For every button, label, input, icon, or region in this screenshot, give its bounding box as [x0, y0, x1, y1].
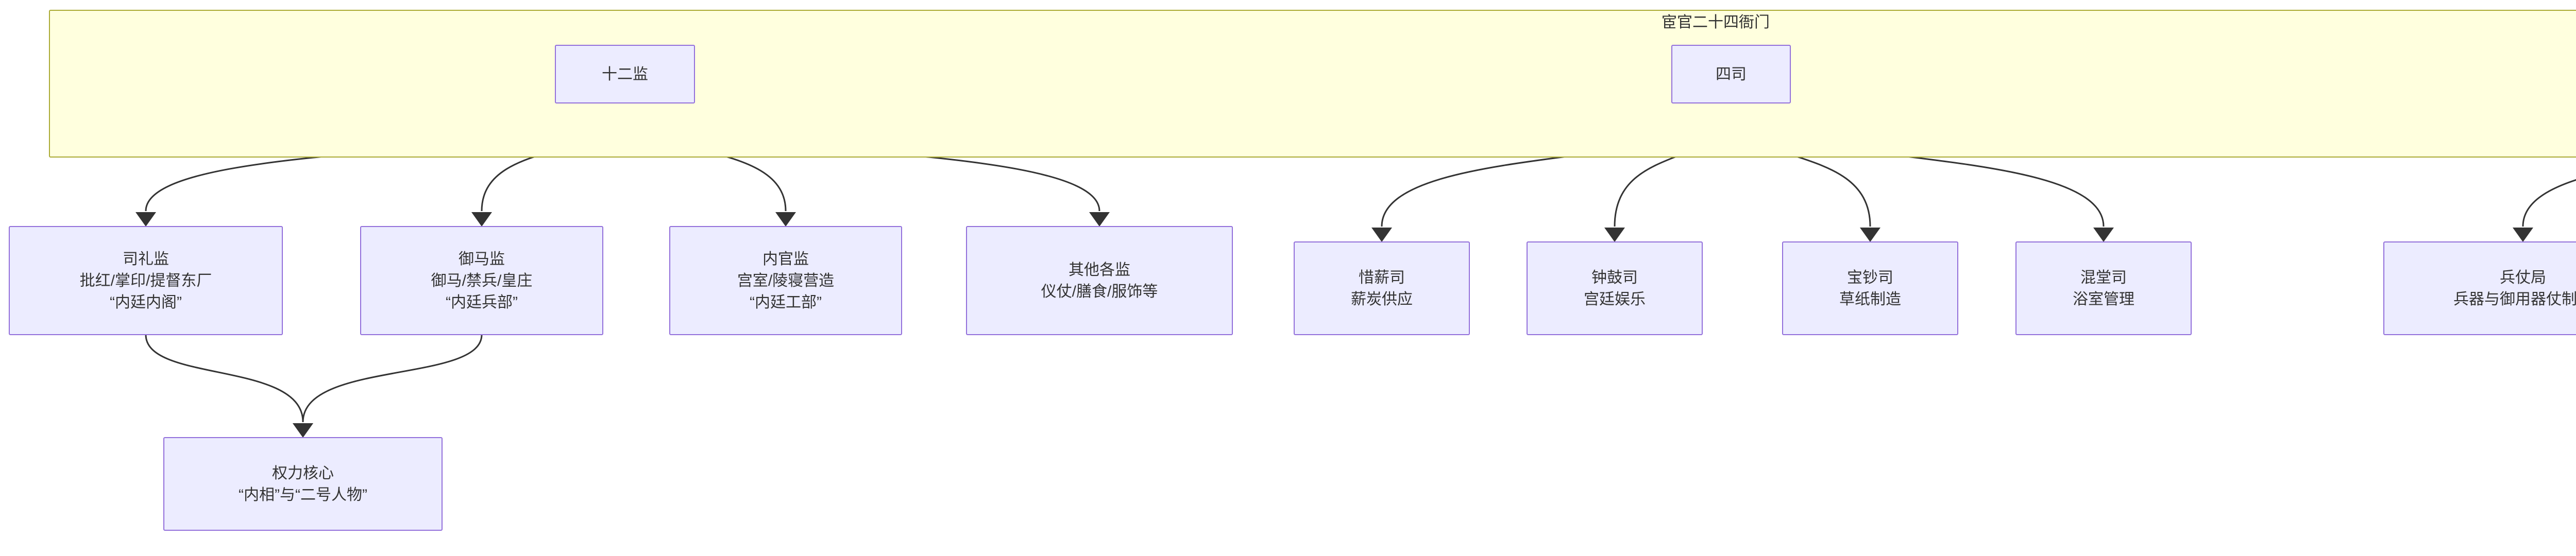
node-label-line: “内廷工部”: [750, 294, 822, 311]
edge-arrowhead: [1860, 228, 1880, 242]
node-rect[interactable]: [1527, 241, 1703, 335]
cluster-layer: 宦官二十四衙门: [49, 10, 2576, 158]
node-core[interactable]: 权力核心 “内相”与“二号人物”: [163, 437, 443, 531]
edge-arrowhead: [471, 212, 492, 227]
node-label-line: 四司: [1716, 66, 1747, 83]
node-label-line: 司礼监: [123, 251, 169, 268]
edge-arrowhead: [135, 212, 156, 227]
node-label-line: “内相”与“二号人物”: [239, 486, 367, 503]
node-label-line: 钟鼓司: [1591, 269, 1638, 286]
node-label-line: 混堂司: [2080, 269, 2127, 286]
edge-eight-to-bingzhang: [2513, 179, 2576, 242]
node-label-line: 宫廷娱乐: [1584, 291, 1646, 308]
edge-arrowhead: [2093, 228, 2114, 242]
node-label-line: 御马监: [459, 251, 505, 268]
node-label-line: 权力核心: [272, 465, 334, 482]
node-bingzhang[interactable]: 兵仗局兵器与御用器仗制造: [2383, 241, 2576, 335]
node-label-line: 薪炭供应: [1351, 291, 1413, 308]
cluster-eunuch-24-offices: 宦官二十四衙门: [49, 10, 2576, 158]
edge-arrowhead: [293, 423, 313, 438]
node-twelve[interactable]: 十二监: [555, 45, 695, 103]
node-label-line: 内官监: [762, 251, 809, 268]
node-label-line: 仪仗/膳食/服饰等: [1041, 283, 1158, 300]
node-label-line: 草纸制造: [1839, 291, 1901, 308]
node-four[interactable]: 四司: [1671, 45, 1791, 103]
node-label-line: “内廷内阁”: [110, 294, 182, 311]
node-rect[interactable]: [9, 226, 283, 335]
node-rect[interactable]: [555, 45, 695, 103]
node-rect[interactable]: [1782, 241, 1958, 335]
node-label-line: 御马/禁兵/皇庄: [431, 272, 533, 289]
node-label-line: 宝钞司: [1847, 269, 1893, 286]
node-label-line: 十二监: [602, 66, 648, 83]
cluster-rect: [49, 10, 2576, 158]
cluster-label: 宦官二十四衙门: [1662, 14, 1770, 31]
node-label-line: 其他各监: [1069, 262, 1130, 279]
node-rect[interactable]: [966, 226, 1233, 335]
node-rect[interactable]: [1294, 241, 1470, 335]
node-label-line: 惜薪司: [1359, 269, 1405, 286]
edge-arrowhead: [1371, 228, 1392, 242]
edge-path: [2522, 179, 2576, 227]
edge-arrowhead: [1604, 228, 1625, 242]
node-rect[interactable]: [163, 437, 443, 531]
node-label-line: 兵仗局: [2500, 269, 2546, 286]
edge-path: [145, 334, 304, 423]
node-label-line: 兵器与御用器仗制造: [2453, 291, 2576, 308]
edge-sili-to-core: [145, 334, 313, 438]
node-rect[interactable]: [2015, 241, 2192, 335]
node-rect[interactable]: [1671, 45, 1791, 103]
edge-path: [302, 334, 483, 423]
edge-arrowhead: [1089, 212, 1110, 227]
node-label-line: 浴室管理: [2073, 291, 2134, 308]
node-label-line: “内廷兵部”: [446, 294, 518, 311]
edge-arrowhead: [775, 212, 796, 227]
node-label-line: 宫室/陵寝营造: [737, 272, 834, 289]
node-label-line: 批红/掌印/提督东厂: [80, 272, 212, 289]
edge-yuma-to-core: [293, 334, 483, 438]
node-rect[interactable]: [360, 226, 603, 335]
node-rect[interactable]: [669, 226, 902, 335]
node-layer: 十二监四司八局司礼监批红/掌印/提督东厂“内廷内阁”御马监御马/禁兵/皇庄“内廷…: [9, 45, 2576, 531]
node-rect[interactable]: [2383, 241, 2576, 335]
edge-arrowhead: [2513, 228, 2533, 242]
